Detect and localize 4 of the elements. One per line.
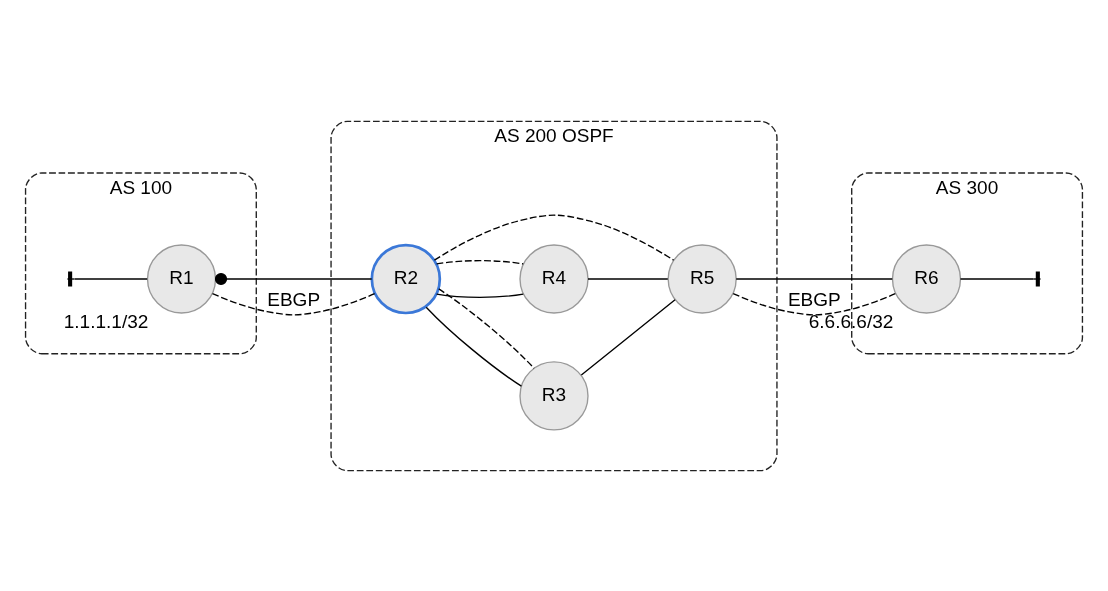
edge-label: EBGP [787,288,841,310]
node-label: 1.1.1.1/32 [63,310,149,332]
edge-label: EBGP [267,288,321,310]
node-label: 6.6.6.6/32 [808,310,894,332]
